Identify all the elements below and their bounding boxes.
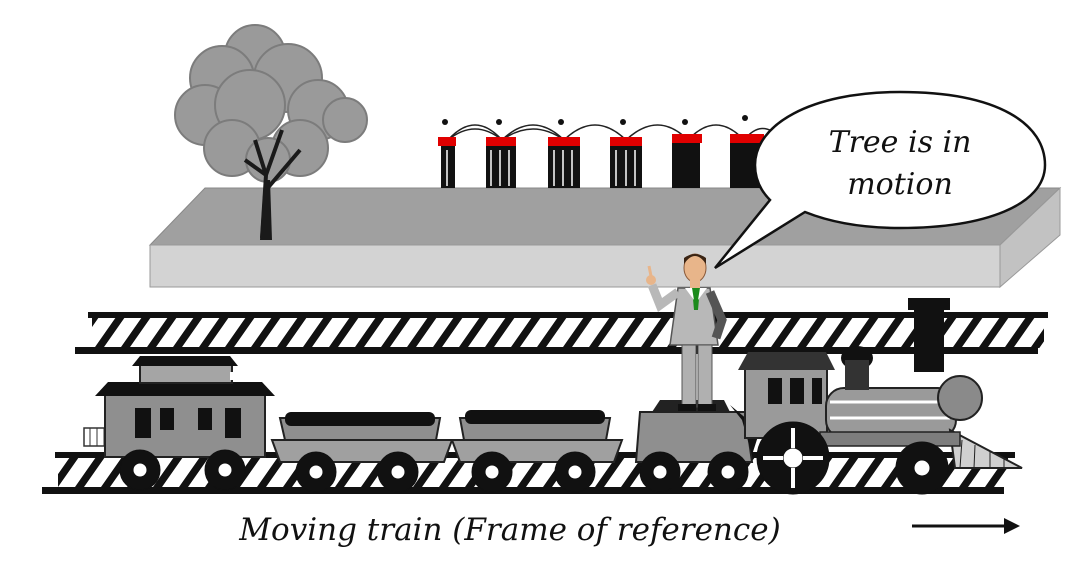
caboose: [83, 356, 275, 458]
coal-car: [450, 410, 624, 463]
speech-bubble: [714, 90, 1047, 270]
coal-car: [270, 412, 454, 463]
caption: Moving train (Frame of reference): [239, 512, 781, 548]
speech-bubble-text: Tree is in motion: [828, 125, 972, 200]
arches-icon: [438, 115, 781, 188]
tree-icon: [174, 24, 368, 240]
locomotive: [738, 298, 1023, 469]
train-icon: [83, 298, 1023, 495]
person-icon: [646, 253, 727, 411]
arrow-right-icon: [912, 518, 1020, 534]
upper-track: [75, 312, 1048, 354]
wheels: [119, 421, 949, 495]
